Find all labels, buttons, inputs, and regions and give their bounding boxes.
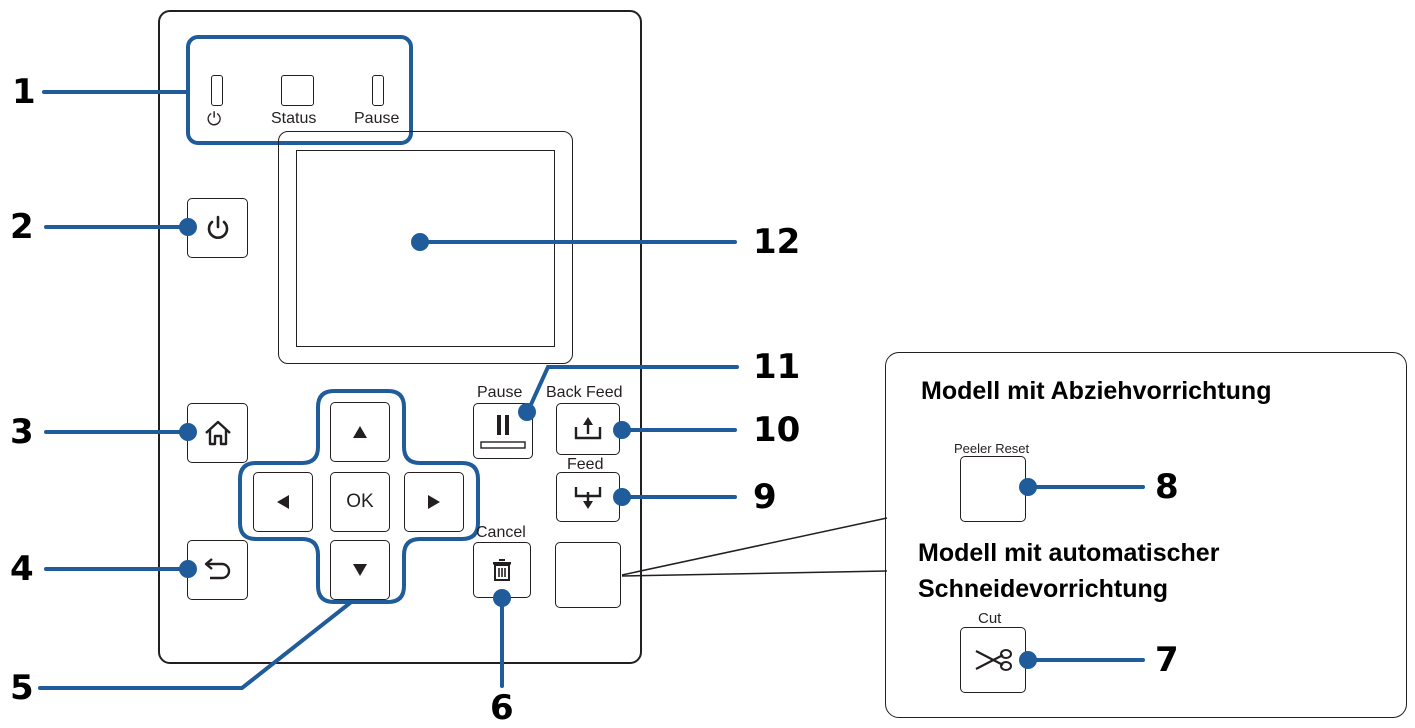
callout-dot-11 bbox=[518, 403, 536, 421]
callout-8: 8 bbox=[1155, 467, 1179, 507]
up-button[interactable] bbox=[330, 402, 390, 462]
callout-dot-7 bbox=[1019, 651, 1037, 669]
down-arrow-icon bbox=[353, 564, 367, 576]
callout-dot-12 bbox=[411, 233, 429, 251]
cut-label: Cut bbox=[978, 610, 1002, 627]
home-icon bbox=[204, 420, 231, 446]
back-feed-button[interactable] bbox=[556, 403, 620, 455]
cut-button[interactable] bbox=[960, 627, 1026, 693]
callout-1: 1 bbox=[12, 72, 36, 112]
right-arrow-icon bbox=[428, 495, 440, 509]
power-led-icon: ⏻ bbox=[207, 109, 222, 129]
callout-2: 2 bbox=[10, 207, 34, 247]
pause-icon bbox=[480, 415, 526, 449]
callout-dot-4 bbox=[179, 560, 197, 578]
callout-dot-6 bbox=[493, 589, 511, 607]
peeler-model-title: Modell mit Abziehvorrichtung bbox=[921, 377, 1272, 405]
callout-5: 5 bbox=[10, 668, 34, 708]
back-button[interactable] bbox=[187, 540, 248, 600]
callout-4: 4 bbox=[10, 549, 34, 589]
right-button[interactable] bbox=[404, 472, 464, 532]
left-button[interactable] bbox=[253, 472, 313, 532]
feed-button-label: Feed bbox=[567, 456, 604, 473]
callout-7: 7 bbox=[1155, 640, 1179, 680]
callout-10: 10 bbox=[753, 410, 801, 450]
callout-dot-3 bbox=[179, 423, 197, 441]
back-feed-icon bbox=[574, 417, 602, 440]
status-led-label: Status bbox=[271, 110, 317, 127]
callout-3: 3 bbox=[10, 412, 34, 452]
back-icon bbox=[204, 558, 230, 580]
cutter-model-title-line2: Schneidevorrichtung bbox=[918, 575, 1169, 603]
cancel-button[interactable] bbox=[473, 542, 531, 598]
callout-11: 11 bbox=[753, 347, 801, 387]
status-led bbox=[281, 75, 314, 106]
pause-led bbox=[372, 75, 384, 106]
leader-line-5 bbox=[38, 601, 352, 690]
feed-icon bbox=[574, 487, 602, 509]
callout-dot-10 bbox=[613, 421, 631, 439]
callout-9: 9 bbox=[753, 477, 777, 517]
peeler-reset-button[interactable] bbox=[960, 456, 1026, 522]
leader-line-11 bbox=[526, 365, 739, 413]
feed-button[interactable] bbox=[556, 472, 620, 522]
callout-dot-2 bbox=[179, 218, 197, 236]
callout-6: 6 bbox=[490, 688, 514, 728]
inset-connector-bottom bbox=[621, 570, 888, 577]
display-bezel bbox=[278, 131, 573, 364]
cutter-model-title-line1: Modell mit automatischer bbox=[918, 539, 1220, 567]
down-button[interactable] bbox=[330, 540, 390, 600]
power-button[interactable] bbox=[187, 198, 248, 258]
optional-button[interactable] bbox=[555, 542, 621, 608]
callout-12: 12 bbox=[753, 222, 801, 262]
back-feed-button-label: Back Feed bbox=[546, 384, 623, 401]
ok-label: OK bbox=[346, 491, 374, 512]
power-icon bbox=[207, 215, 228, 239]
ok-button[interactable]: OK bbox=[330, 472, 390, 532]
callout-dot-8 bbox=[1019, 478, 1037, 496]
indicator-group bbox=[186, 35, 413, 145]
display-screen bbox=[296, 150, 555, 347]
up-arrow-icon bbox=[353, 426, 367, 438]
home-button[interactable] bbox=[187, 403, 248, 463]
peeler-reset-label: Peeler Reset bbox=[954, 441, 1030, 456]
left-arrow-icon bbox=[277, 495, 289, 509]
callout-dot-9 bbox=[613, 488, 631, 506]
model-variant-inset bbox=[885, 352, 1407, 718]
control-panel bbox=[158, 10, 642, 664]
pause-button-label: Pause bbox=[477, 384, 523, 401]
trash-icon bbox=[493, 559, 511, 581]
cancel-button-label: Cancel bbox=[476, 524, 526, 541]
scissors-icon bbox=[975, 649, 1012, 671]
inset-connector-top bbox=[621, 517, 888, 576]
power-led bbox=[211, 75, 223, 106]
pause-led-label: Pause bbox=[354, 110, 400, 127]
